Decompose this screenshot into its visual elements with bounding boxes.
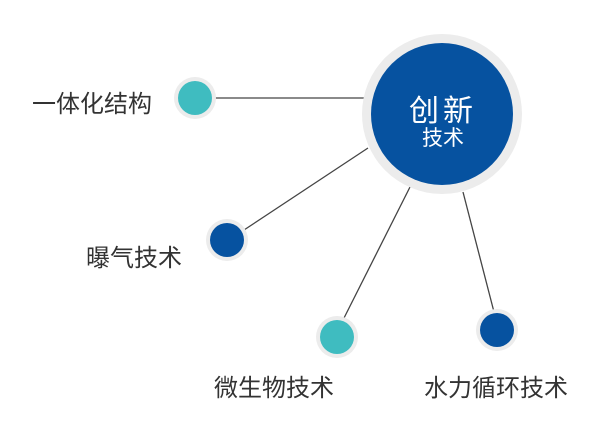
node-microbial [320,320,354,354]
label-integrated-structure: 一体化结构 [32,90,152,118]
label-microbial: 微生物技术 [214,374,334,402]
connector-line [462,191,495,313]
node-hydraulic [480,313,514,347]
center-node [371,43,513,185]
node-integrated-structure [178,81,212,115]
node-aeration [210,223,244,257]
connector-line [243,147,369,231]
label-aeration: 曝气技术 [86,244,182,272]
label-hydraulic: 水力循环技术 [424,374,568,402]
center-title: 创新 [409,94,477,129]
connector-line [342,186,411,321]
center-subtitle: 技术 [422,126,464,150]
